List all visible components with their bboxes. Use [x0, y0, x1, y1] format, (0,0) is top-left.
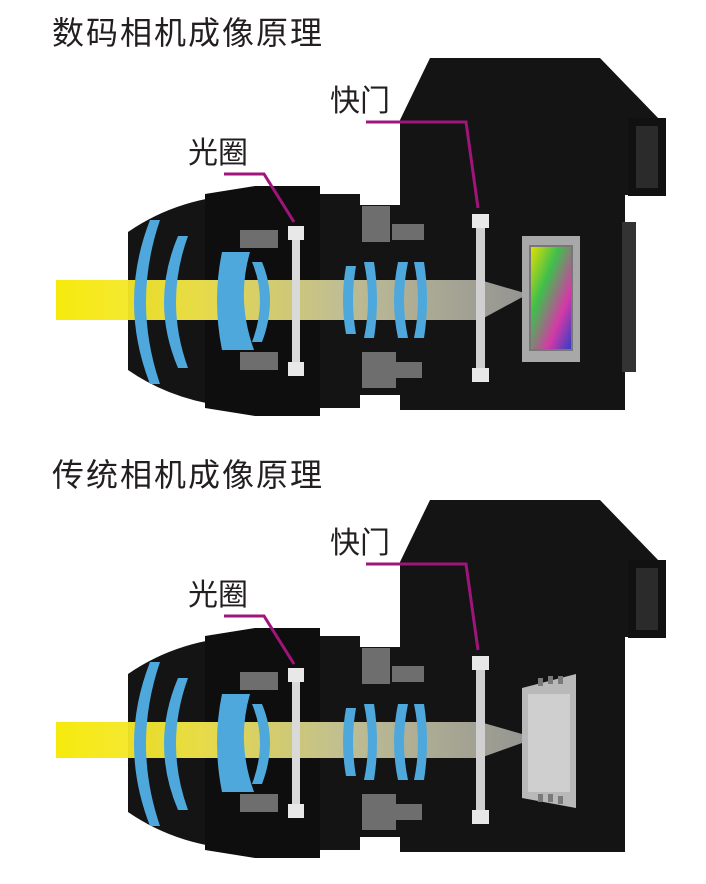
aperture-leader-line — [224, 614, 296, 665]
front-lens-element — [134, 220, 160, 384]
aperture — [292, 226, 300, 376]
lens-group — [217, 252, 254, 350]
lcd-screen — [622, 222, 636, 372]
rear-lens-element — [343, 266, 356, 334]
digital-camera-cutaway — [56, 58, 666, 416]
film-camera-cutaway — [56, 500, 666, 858]
shutter-leader-line — [366, 120, 480, 209]
film-camera-panel: 传统相机成像原理 快门 光圈 — [0, 442, 706, 884]
shutter — [476, 656, 485, 824]
shutter — [476, 214, 485, 382]
camera-body — [350, 58, 660, 410]
aperture-label: 光圈 — [188, 578, 248, 613]
aperture — [292, 668, 300, 818]
shutter-label: 快门 — [330, 526, 390, 561]
rear-lens-element — [343, 708, 356, 776]
film-frame — [522, 674, 576, 808]
digital-camera-panel: 数码相机成像原理 快门 光圈 — [0, 0, 706, 440]
image-sensor — [522, 236, 580, 362]
front-lens-element — [164, 678, 188, 810]
aperture-leader-line — [224, 172, 296, 223]
aperture-label: 光圈 — [188, 136, 248, 171]
front-lens-element — [164, 236, 188, 368]
camera-body — [350, 500, 660, 852]
film-panel-title: 传统相机成像原理 — [52, 456, 325, 494]
front-lens-element — [134, 662, 160, 826]
shutter-label: 快门 — [330, 84, 390, 119]
lens-group — [217, 694, 254, 792]
barrel-part — [240, 672, 278, 690]
digital-panel-title: 数码相机成像原理 — [52, 14, 325, 52]
shutter-leader-line — [366, 562, 480, 651]
barrel-part — [240, 230, 278, 248]
